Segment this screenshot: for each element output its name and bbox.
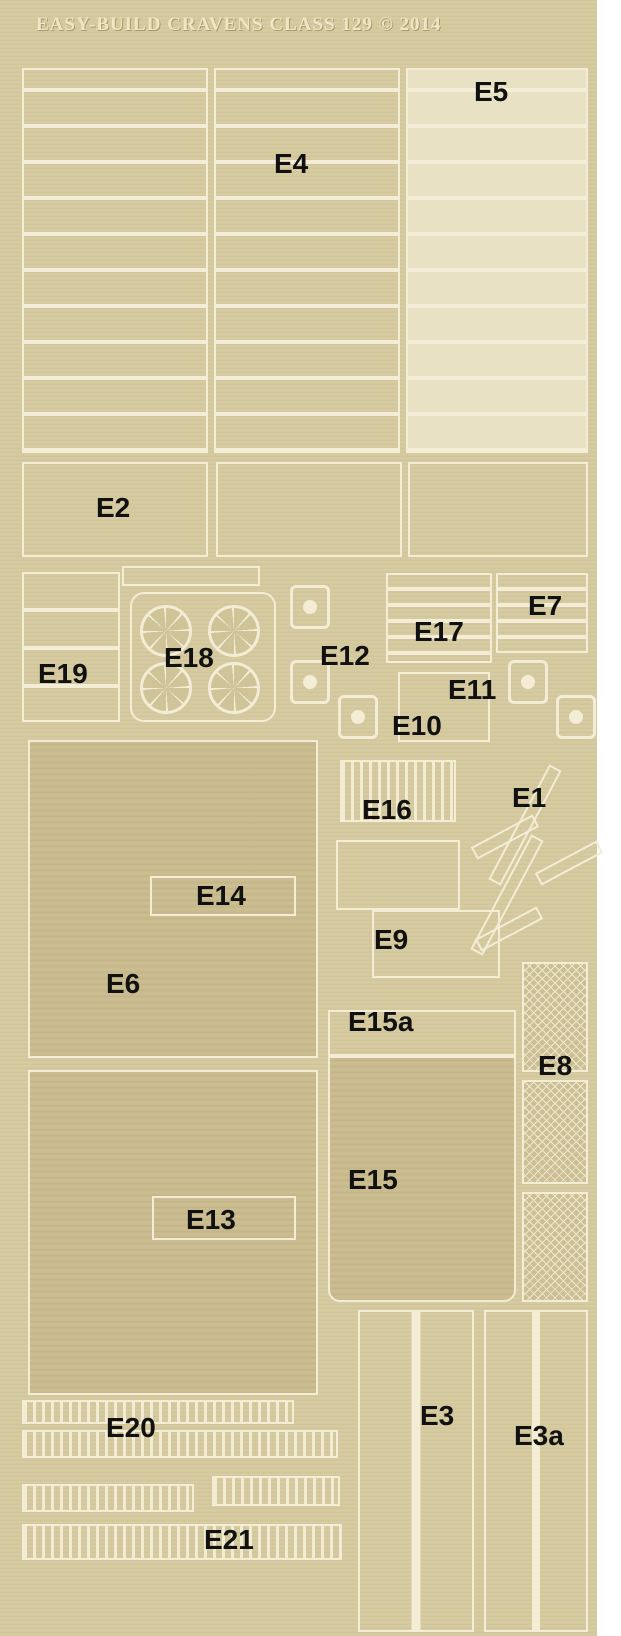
part-e9-stem xyxy=(372,910,500,978)
part-e15a-strip xyxy=(328,1010,516,1056)
part-e7-strips xyxy=(496,573,588,653)
label-e15a: E15a xyxy=(348,1006,414,1037)
part-e18-wheel-2 xyxy=(208,605,260,657)
etched-brass-fret: EASY-BUILD CRAVENS CLASS 129 © 2014 E4 E… xyxy=(0,0,604,1636)
part-e15-panel xyxy=(328,1056,516,1302)
part-e8-mesh-bottom xyxy=(522,1192,588,1302)
label-e9: E9 xyxy=(374,924,409,955)
part-e20-comb-2 xyxy=(22,1430,338,1458)
label-e10: E10 xyxy=(392,710,442,741)
part-e18-rivet-strip xyxy=(122,566,260,586)
label-e15: E15 xyxy=(348,1164,398,1195)
part-e18-wheel-3 xyxy=(140,662,192,714)
label-e14: E14 xyxy=(196,880,246,911)
part-e20-comb-1 xyxy=(22,1400,294,1424)
part-e12-pad-3 xyxy=(338,695,378,739)
label-e5: E5 xyxy=(474,76,509,107)
label-e11: E11 xyxy=(448,674,497,705)
label-e8: E8 xyxy=(538,1050,573,1081)
part-e18-wheel-1 xyxy=(140,605,192,657)
part-e17-strips xyxy=(386,573,492,663)
label-e21: E21 xyxy=(204,1524,254,1555)
part-e3-strip xyxy=(358,1310,474,1632)
part-e10-rivets xyxy=(398,672,490,742)
part-e21-comb-2 xyxy=(212,1476,340,1506)
part-e11-pad-2 xyxy=(556,695,596,739)
label-e6: E6 xyxy=(106,968,141,999)
label-e3a: E3a xyxy=(514,1420,564,1451)
label-e19: E19 xyxy=(38,658,88,689)
label-e20: E20 xyxy=(106,1412,156,1443)
part-e5-panel xyxy=(406,68,588,453)
part-e2-strip-2 xyxy=(216,462,402,557)
part-e4-left-panel xyxy=(22,68,208,453)
part-e6-lower-panel xyxy=(28,1070,318,1395)
part-e19-grid xyxy=(22,572,120,722)
label-e3: E3 xyxy=(420,1400,455,1431)
part-e12-pad-2 xyxy=(290,660,330,704)
part-e6-upper-panel xyxy=(28,740,318,1058)
part-e8-mesh-top xyxy=(522,962,588,1072)
part-e16-grille xyxy=(340,760,456,822)
label-e4: E4 xyxy=(274,148,309,179)
part-e4-right-panel xyxy=(214,68,400,453)
label-e12: E12 xyxy=(320,640,370,671)
label-e13: E13 xyxy=(186,1204,236,1235)
part-e13-cutout xyxy=(152,1196,296,1240)
part-e21-comb-3 xyxy=(22,1524,342,1560)
label-e1: E1 xyxy=(512,782,547,813)
label-e17: E17 xyxy=(414,616,464,647)
part-e18-wheel-4 xyxy=(208,662,260,714)
part-e14-cutout xyxy=(150,876,296,916)
label-e16: E16 xyxy=(362,794,412,825)
label-e18: E18 xyxy=(164,642,214,673)
label-e2: E2 xyxy=(96,492,131,523)
part-e8-mesh-mid xyxy=(522,1080,588,1184)
fret-title: EASY-BUILD CRAVENS CLASS 129 © 2014 xyxy=(36,14,442,35)
part-e11-pad-1 xyxy=(508,660,548,704)
part-e2-strip-1 xyxy=(22,462,208,557)
part-e1-bar-2 xyxy=(534,840,604,886)
part-e12-pad-1 xyxy=(290,585,330,629)
part-e21-comb-1 xyxy=(22,1484,194,1512)
part-e3a-strip xyxy=(484,1310,588,1632)
part-e18-frame xyxy=(130,592,276,722)
part-e9-frame xyxy=(336,840,460,910)
label-e7: E7 xyxy=(528,590,563,621)
part-e2-strip-3 xyxy=(408,462,588,557)
